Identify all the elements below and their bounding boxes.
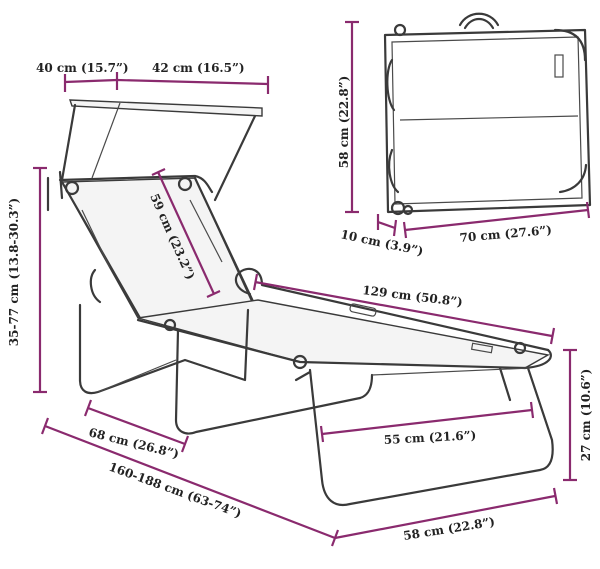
- back-frame-width-dimension: 68 cm (26.8”): [83, 399, 190, 461]
- front-frame-width-label: 55 cm (21.6”): [383, 428, 476, 447]
- leg-height-dimension: 27 cm (10.6”): [563, 348, 593, 482]
- folded-height-label: 58 cm (22.8”): [337, 76, 351, 169]
- canopy-width-dimension: 42 cm (16.5”): [116, 61, 270, 94]
- folded-lounger-illustration: [383, 12, 592, 216]
- canopy-width-label: 42 cm (16.5”): [152, 61, 245, 75]
- width-label: 58 cm (22.8”): [402, 515, 496, 543]
- back-frame-width-label: 68 cm (26.8”): [87, 425, 180, 461]
- leg-height-label: 27 cm (10.6”): [579, 369, 593, 462]
- total-length-label: 160-188 cm (63-74”): [107, 460, 243, 521]
- folded-thickness-label: 10 cm (3.9”): [339, 227, 424, 258]
- seat-length-label: 129 cm (50.8”): [362, 283, 464, 309]
- front-frame-width-dimension: 55 cm (21.6”): [319, 401, 535, 447]
- folded-length-label: 70 cm (27.6”): [459, 223, 552, 245]
- folded-thickness-dimension: 10 cm (3.9”): [339, 214, 425, 258]
- canopy-depth-dimension: 40 cm (15.7”): [36, 61, 129, 92]
- total-length-dimension: 160-188 cm (63-74”): [40, 417, 340, 547]
- backrest-height-dimension: 35-77 cm (13.8-30.3”): [7, 166, 47, 394]
- width-dimension: 58 cm (22.8”): [334, 487, 559, 543]
- canopy-depth-label: 40 cm (15.7”): [36, 61, 129, 75]
- folded-height-dimension: 58 cm (22.8”): [337, 20, 359, 214]
- backrest-height-label: 35-77 cm (13.8-30.3”): [7, 198, 21, 346]
